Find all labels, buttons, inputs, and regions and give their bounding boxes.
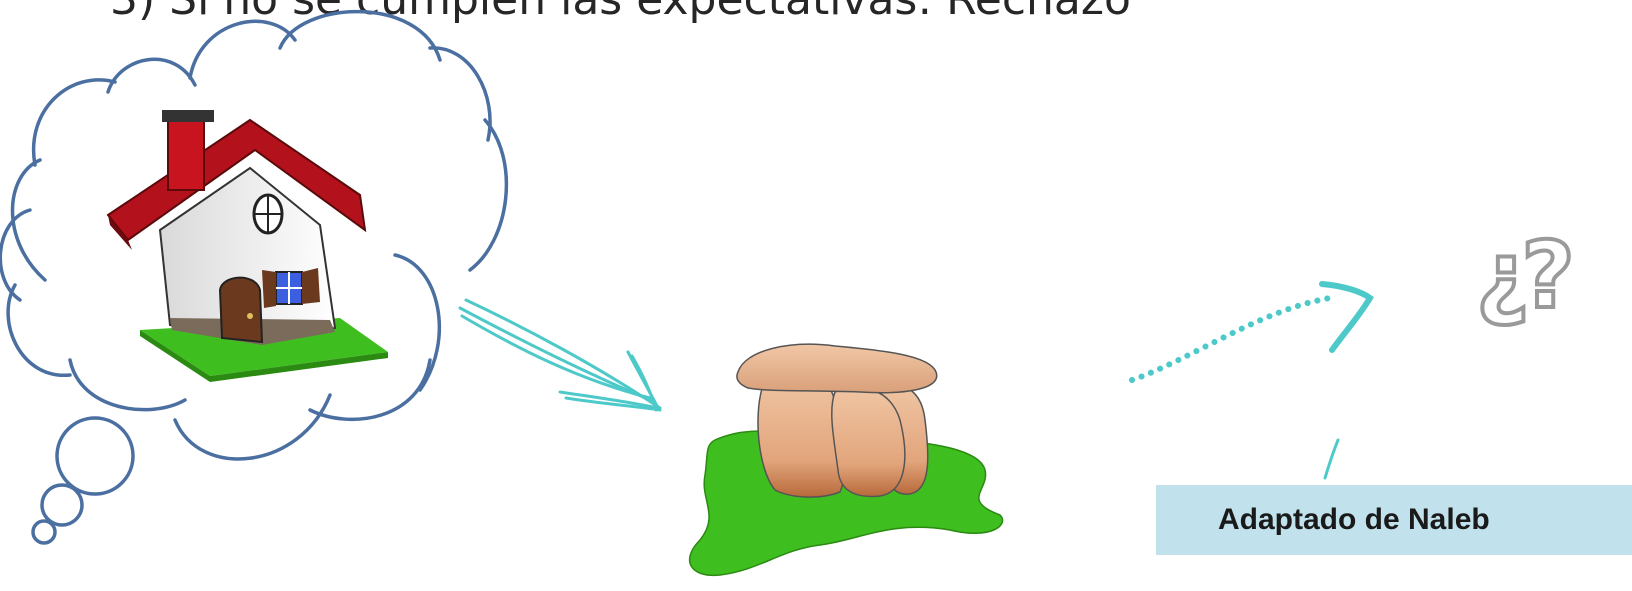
question-marks: ¿? <box>1476 222 1567 329</box>
credit-text: Adaptado de Naleb <box>1218 503 1490 537</box>
credit-box: Adaptado de Naleb <box>1156 485 1632 555</box>
dotted-arrow-icon <box>1132 284 1370 478</box>
sketch-arrow-icon <box>460 300 660 410</box>
dolmen-icon <box>690 344 1003 575</box>
house-icon <box>108 110 388 382</box>
